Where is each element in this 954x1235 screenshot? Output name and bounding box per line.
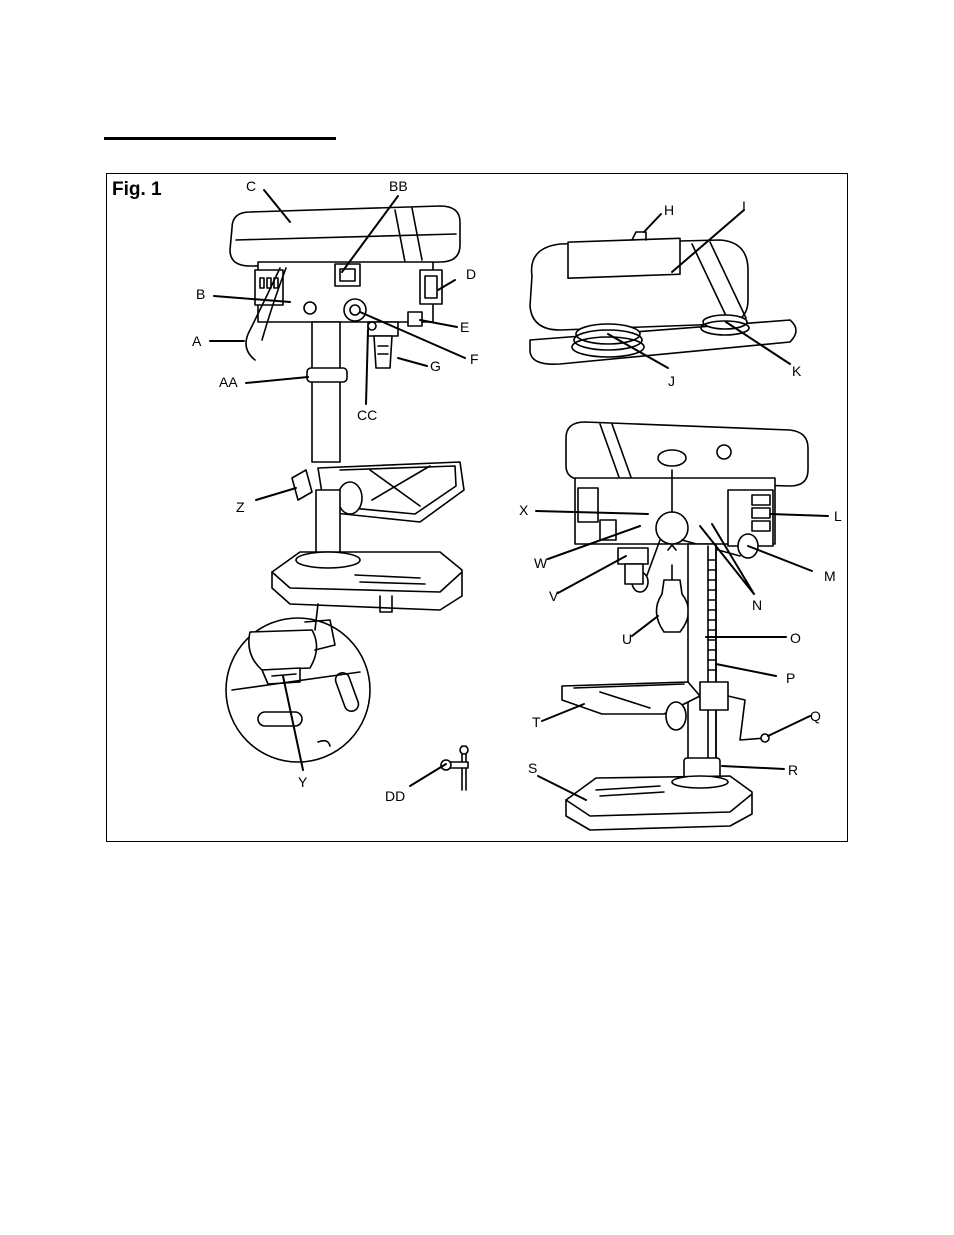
label-J: J: [668, 373, 675, 389]
drill-press-front-view: [229, 205, 465, 613]
label-E: E: [460, 319, 469, 335]
label-X: X: [519, 502, 529, 518]
label-AA: AA: [219, 374, 238, 390]
label-P: P: [786, 670, 795, 686]
label-Z: Z: [236, 499, 245, 515]
figure-frame: [106, 173, 848, 842]
part-labels: C BB B A D E F G AA CC Z Y DD H I J K L …: [192, 178, 842, 804]
label-W: W: [534, 555, 548, 571]
label-R: R: [788, 762, 798, 778]
label-G: G: [430, 358, 441, 374]
label-O: O: [790, 630, 801, 646]
label-Q: Q: [810, 708, 821, 724]
label-CC: CC: [357, 407, 377, 423]
leader-lines: [209, 189, 829, 801]
drill-press-side-view: [561, 421, 809, 831]
chuck-key: [440, 745, 469, 791]
label-L: L: [834, 508, 842, 524]
label-BB: BB: [389, 178, 408, 194]
label-T: T: [532, 714, 541, 730]
label-M: M: [824, 568, 836, 584]
label-DD: DD: [385, 788, 405, 804]
label-F: F: [470, 351, 479, 367]
label-N: N: [752, 597, 762, 613]
label-U: U: [622, 631, 632, 647]
label-I: I: [742, 198, 746, 214]
label-S: S: [528, 760, 537, 776]
label-C: C: [246, 178, 256, 194]
label-A: A: [192, 333, 202, 349]
heading-underline: [104, 137, 336, 140]
figure-title: Fig. 1: [112, 179, 162, 200]
label-D: D: [466, 266, 476, 282]
label-H: H: [664, 202, 674, 218]
label-B: B: [196, 286, 205, 302]
table-lock-detail-inset: [225, 603, 371, 763]
label-V: V: [549, 588, 559, 604]
pulley-cover-view: [529, 231, 797, 366]
label-K: K: [792, 363, 802, 379]
label-Y: Y: [298, 774, 308, 790]
